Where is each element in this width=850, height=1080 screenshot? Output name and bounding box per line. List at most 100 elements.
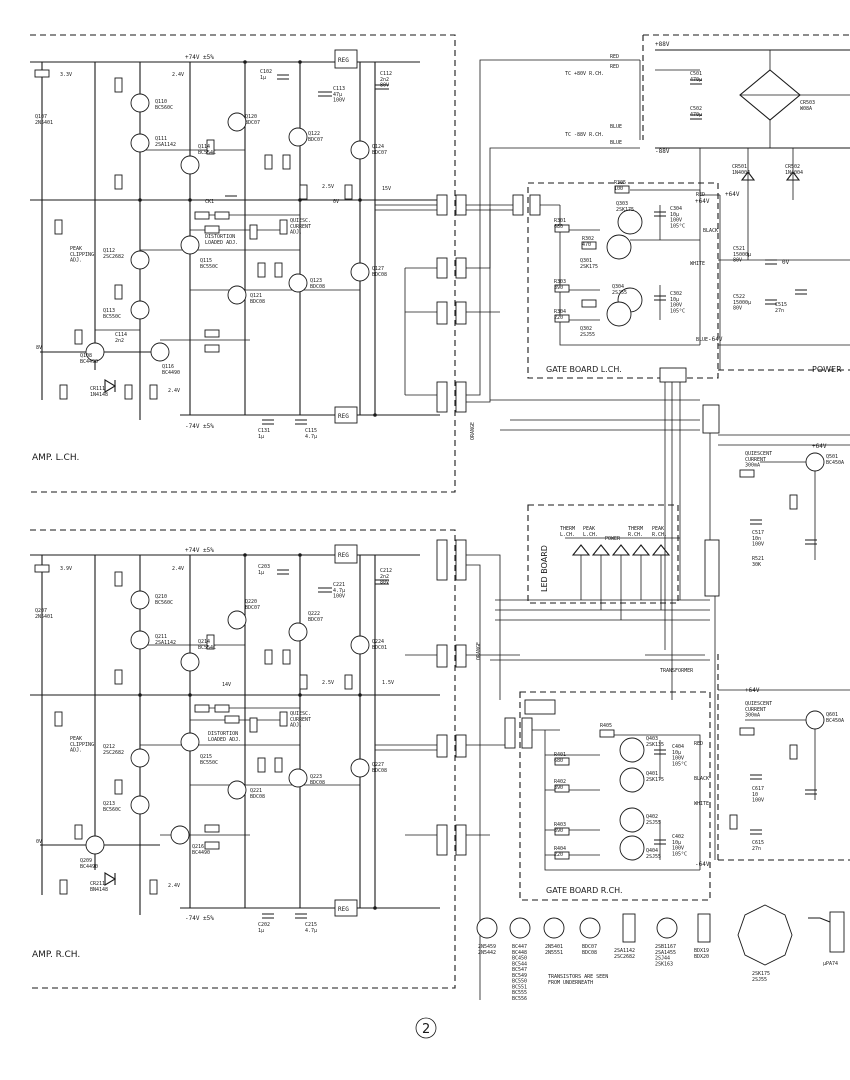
reg-label-4: REG — [338, 906, 349, 913]
power-title: POWER — [812, 365, 842, 374]
legend-symbols — [476, 904, 845, 966]
wire-black: BLACK — [703, 228, 718, 234]
page-number: 2 — [422, 1022, 430, 1037]
r-v24b: 2.4V — [168, 883, 180, 889]
rail-neg74-top: -74V ±5% — [185, 423, 214, 430]
amp-left-title: AMP. L.CH. — [32, 453, 79, 463]
r-v25: 2.5V — [322, 680, 334, 686]
gate-right-title: GATE BOARD R.CH. — [546, 886, 623, 895]
amp-right-title: AMP. R.CH. — [32, 950, 80, 960]
r-v0: 0V — [36, 839, 42, 845]
link-tc-pos: TC +80V R.CH. — [565, 71, 604, 77]
regulators — [334, 49, 358, 917]
page-number-circle — [415, 1017, 437, 1039]
wire-black-2: BLACK — [694, 776, 709, 782]
labels: AMP. L.CH. AMP. R.CH. GATE BOARD L.CH. G… — [32, 41, 844, 1039]
gr-r405: R405 — [600, 723, 612, 729]
reg-label-2: REG — [338, 413, 349, 420]
harness-wiring — [375, 59, 850, 1000]
reg-label-3: REG — [338, 552, 349, 559]
rail-zero: 0V — [782, 259, 790, 266]
gate-left-title: GATE BOARD L.CH. — [546, 365, 622, 374]
l-v24: 2.4V — [172, 72, 184, 78]
wire-red-2: RED — [610, 64, 619, 70]
rail-pos64b: +64V — [695, 198, 710, 205]
r-v39: 3.9V — [60, 566, 72, 572]
reg-label-1: REG — [338, 57, 349, 64]
l-v33: 3.3V — [60, 72, 72, 78]
rail-pos64a: +64V — [725, 191, 740, 198]
led-board-wiring — [565, 537, 680, 620]
rail-pos88: +88V — [655, 41, 670, 48]
legend-group-9: µPA74 — [823, 961, 838, 967]
power-supply-wiring — [655, 49, 850, 835]
l-v8: 8V — [36, 345, 42, 351]
wire-white: WHITE — [690, 261, 705, 267]
link-transformer: TRANSFORMER — [660, 668, 694, 674]
gate-boards-wiring — [544, 185, 701, 871]
rail-pos74-bottom: +74V ±5% — [185, 547, 214, 554]
wire-blue-2: BLUE — [610, 140, 622, 146]
wire-orange-1: ORANGE — [470, 422, 476, 440]
rail-neg64b: -64V — [695, 861, 710, 868]
l-v24b: 2.4V — [168, 388, 180, 394]
rail-pos74-top: +74V ±5% — [185, 54, 214, 61]
